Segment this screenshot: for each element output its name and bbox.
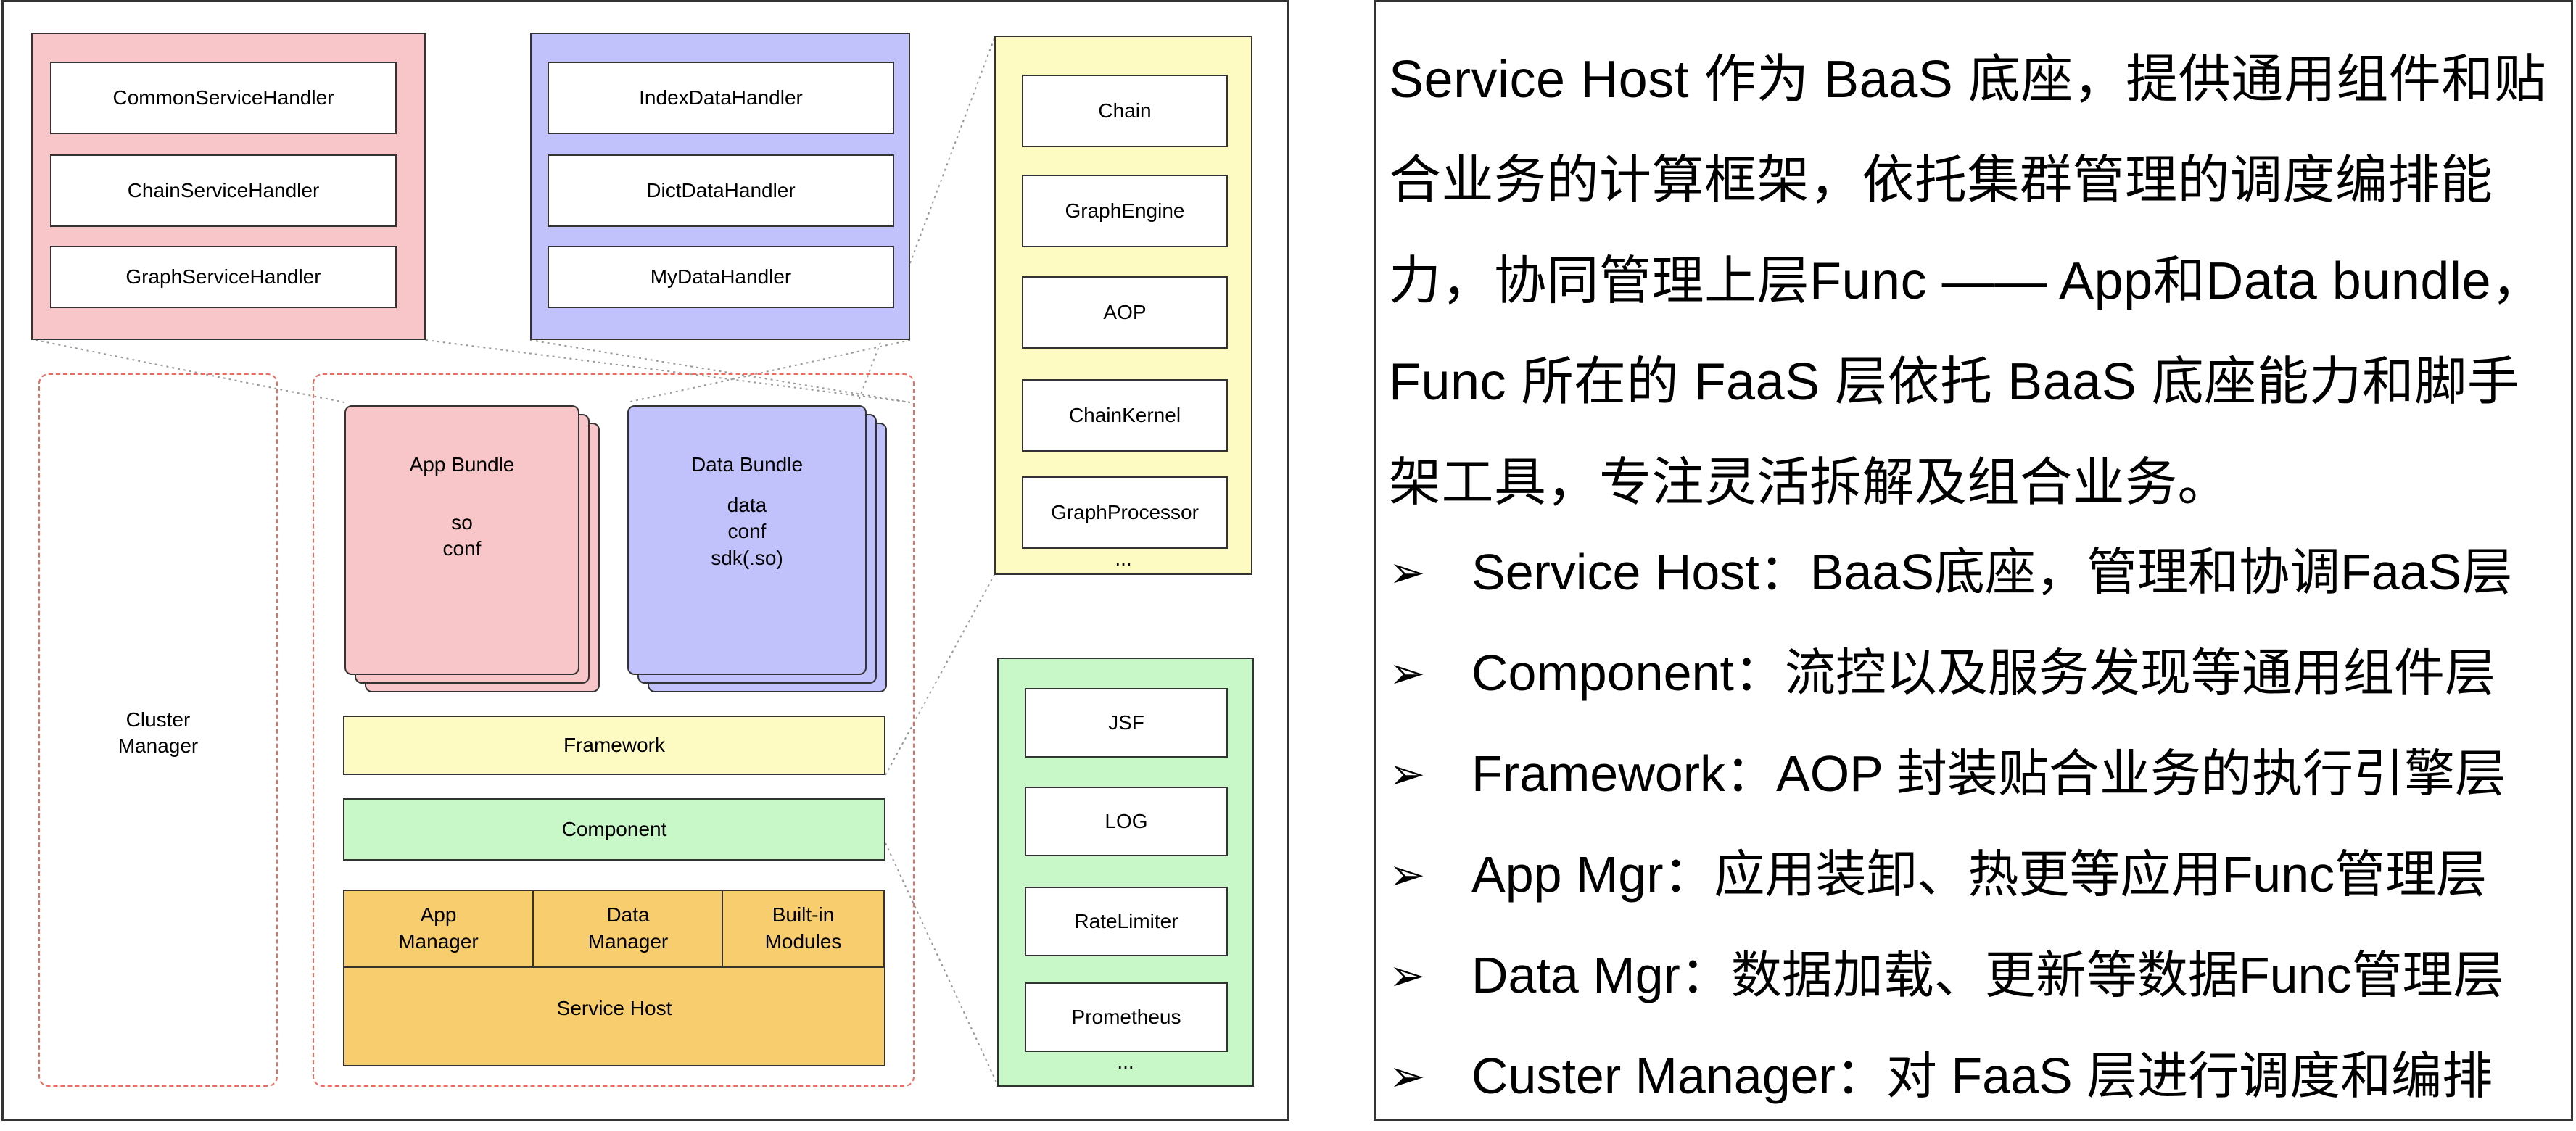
component-parts-group: JSF LOG RateLimiter Prometheus ... <box>997 658 1254 1087</box>
bullet-item: ➢ App Mgr：应用装卸、热更等应用Func管理层 <box>1389 824 2571 925</box>
paragraph-line: Func 所在的 FaaS 层依托 BaaS 底座能力和脚手 <box>1389 353 2520 411</box>
service-host-region <box>313 373 915 1087</box>
service-host-block: App Manager Data Manager Built-in Module… <box>342 889 886 1066</box>
bullet-text: Framework：AOP 封装贴合业务的执行引擎层 <box>1471 745 2506 802</box>
bullet-text: App Mgr：应用装卸、热更等应用Func管理层 <box>1471 846 2488 903</box>
builtin-modules: Built-in Modules <box>722 889 885 968</box>
paragraph-line: 合业务的计算框架，依托集群管理的调度编排能 <box>1389 152 2493 210</box>
arrow-bullet-icon: ➢ <box>1389 750 1426 798</box>
graph-processor-part: GraphProcessor <box>1022 476 1228 549</box>
index-data-handler: IndexDataHandler <box>548 62 894 134</box>
dict-data-handler: DictDataHandler <box>548 154 894 227</box>
chain-part: Chain <box>1022 75 1228 147</box>
bullet-text: Component：流控以及服务发现等通用组件层 <box>1471 645 2496 701</box>
app-bundle: App Bundle so conf <box>344 405 579 675</box>
architecture-diagram: CommonServiceHandler ChainServiceHandler… <box>1 0 1289 1121</box>
bullet-item: ➢ Framework：AOP 封装贴合业务的执行引擎层 <box>1389 724 2571 824</box>
bullet-text: Data Mgr：数据加载、更新等数据Func管理层 <box>1471 947 2504 1003</box>
description-paragraph: Service Host 作为 BaaS 底座，提供通用组件和贴 合业务的计算框… <box>1389 30 2564 534</box>
aop-part: AOP <box>1022 276 1228 349</box>
bullet-item: ➢ Custer Manager：对 FaaS 层进行调度和编排 <box>1389 1026 2571 1127</box>
cluster-manager-label: Cluster Manager <box>117 708 199 758</box>
prometheus-part: Prometheus <box>1025 982 1228 1052</box>
cluster-manager-region: Cluster Manager <box>38 373 278 1087</box>
arrow-bullet-icon: ➢ <box>1389 951 1426 1000</box>
bullet-item: ➢ Service Host：BaaS底座，管理和协调FaaS层 <box>1389 522 2571 623</box>
bullet-item: ➢ Data Mgr：数据加载、更新等数据Func管理层 <box>1389 925 2571 1026</box>
bullet-item: ➢ Component：流控以及服务发现等通用组件层 <box>1389 623 2571 724</box>
graph-engine-part: GraphEngine <box>1022 175 1228 247</box>
arrow-bullet-icon: ➢ <box>1389 649 1426 697</box>
jsf-part: JSF <box>1025 688 1228 758</box>
arrow-bullet-icon: ➢ <box>1389 548 1426 597</box>
paragraph-line: Service Host 作为 BaaS 底座，提供通用组件和贴 <box>1389 51 2547 109</box>
data-handlers-group: IndexDataHandler DictDataHandler MyDataH… <box>530 33 910 340</box>
log-part: LOG <box>1025 787 1228 856</box>
connector-lines <box>35 38 998 1085</box>
description-panel: Service Host 作为 BaaS 底座，提供通用组件和贴 合业务的计算框… <box>1374 0 2573 1121</box>
chain-kernel-part: ChainKernel <box>1022 379 1228 452</box>
data-bundle: Data Bundle data conf sdk(.so) <box>627 405 867 675</box>
component-layer: Component <box>343 798 886 861</box>
paragraph-line: 架工具，专注灵活拆解及组合业务。 <box>1389 454 2231 512</box>
arrow-bullet-icon: ➢ <box>1389 1052 1426 1101</box>
app-handlers-group: CommonServiceHandler ChainServiceHandler… <box>31 33 426 340</box>
app-manager: App Manager <box>342 889 534 968</box>
arrow-bullet-icon: ➢ <box>1389 850 1426 899</box>
component-more: ... <box>1117 1051 1134 1073</box>
chain-service-handler: ChainServiceHandler <box>50 154 397 227</box>
graph-service-handler: GraphServiceHandler <box>50 246 397 308</box>
service-host-label: Service Host <box>556 997 672 1019</box>
framework-more: ... <box>1115 547 1132 570</box>
framework-layer: Framework <box>343 716 886 775</box>
data-bundle-body: data conf sdk(.so) <box>711 494 783 569</box>
bullet-list: ➢ Service Host：BaaS底座，管理和协调FaaS层 ➢ Compone… <box>1389 522 2571 1127</box>
app-bundle-title: App Bundle <box>409 453 515 476</box>
rate-limiter-part: RateLimiter <box>1025 887 1228 956</box>
app-bundle-body: so conf <box>442 511 482 560</box>
bullet-text: Service Host：BaaS底座，管理和协调FaaS层 <box>1471 544 2513 600</box>
data-manager: Data Manager <box>532 889 724 968</box>
paragraph-line: 力，协同管理上层Func —— App和Data bundle， <box>1389 252 2544 310</box>
bullet-text: Custer Manager：对 FaaS 层进行调度和编排 <box>1471 1048 2493 1104</box>
framework-parts-group: Chain GraphEngine AOP ChainKernel GraphP… <box>994 36 1252 575</box>
common-service-handler: CommonServiceHandler <box>50 62 397 134</box>
my-data-handler: MyDataHandler <box>548 246 894 308</box>
data-bundle-title: Data Bundle <box>690 453 804 476</box>
